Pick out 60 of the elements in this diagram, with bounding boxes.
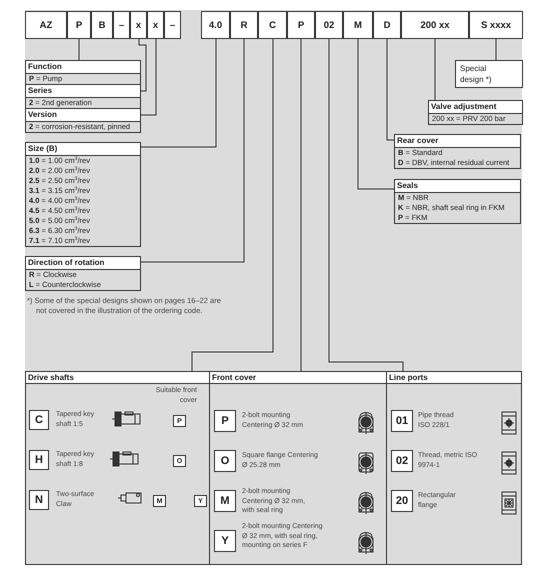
leader-line [140, 38, 216, 148]
leader-line [78, 38, 80, 60]
section-heading: Direction of rotation [26, 257, 140, 270]
section-heading: Line ports [387, 372, 521, 384]
code-field: P [287, 11, 315, 39]
code-field: x [130, 11, 147, 39]
option-code: 20 [391, 490, 413, 512]
leader-line [434, 38, 436, 100]
option-table [25, 84, 141, 109]
code-field: x [147, 11, 164, 39]
code-field: AZ [25, 11, 67, 39]
option-code: N [29, 490, 49, 510]
leader-line [300, 38, 302, 372]
code-field: R [230, 11, 258, 39]
option-table [25, 60, 141, 85]
code-field: D [373, 11, 401, 39]
section-heading: Front cover [210, 372, 386, 384]
leader-line [328, 38, 404, 372]
section-heading: Seals [395, 180, 520, 193]
option-code: 01 [391, 410, 413, 432]
option-code: O [214, 450, 236, 472]
section-heading: Size (B) [26, 143, 140, 156]
code-field: S xxxx [469, 11, 523, 39]
option-table [394, 134, 521, 169]
section-heading: Drive shafts [26, 372, 209, 384]
leader-line [192, 38, 274, 372]
option-code: M [214, 490, 236, 512]
option-table [394, 179, 521, 224]
code-field: M [343, 11, 373, 39]
section-heading: Function [26, 61, 140, 74]
leader-line [358, 38, 394, 190]
leader-line [140, 38, 244, 262]
option-table [25, 256, 141, 291]
section-heading: Version [26, 109, 140, 122]
leader-line [140, 38, 156, 116]
code-field: 4.0 [201, 11, 230, 39]
option-panel [25, 371, 210, 565]
leader-line [386, 38, 394, 140]
option-code: P [214, 410, 236, 432]
section-heading: Rear cover [395, 135, 520, 148]
option-table [428, 100, 523, 125]
section-heading: Valve adjustment [429, 101, 522, 114]
option-code: Y [214, 530, 236, 552]
option-table [25, 108, 141, 133]
code-field: P [67, 11, 91, 39]
code-field: 02 [315, 11, 343, 39]
code-field: B [91, 11, 113, 39]
code-field: – [164, 11, 181, 39]
code-field: – [113, 11, 130, 39]
option-panel [386, 371, 522, 565]
note-box: Special design *) [455, 60, 523, 88]
option-table [25, 142, 141, 247]
option-code: 02 [391, 450, 413, 472]
code-field: 200 xx [401, 11, 469, 39]
option-code: H [29, 450, 49, 470]
leader-line [138, 38, 146, 92]
option-panel [209, 371, 387, 565]
section-heading: Series [26, 85, 140, 98]
code-field: C [258, 11, 287, 39]
option-code: C [29, 410, 49, 430]
